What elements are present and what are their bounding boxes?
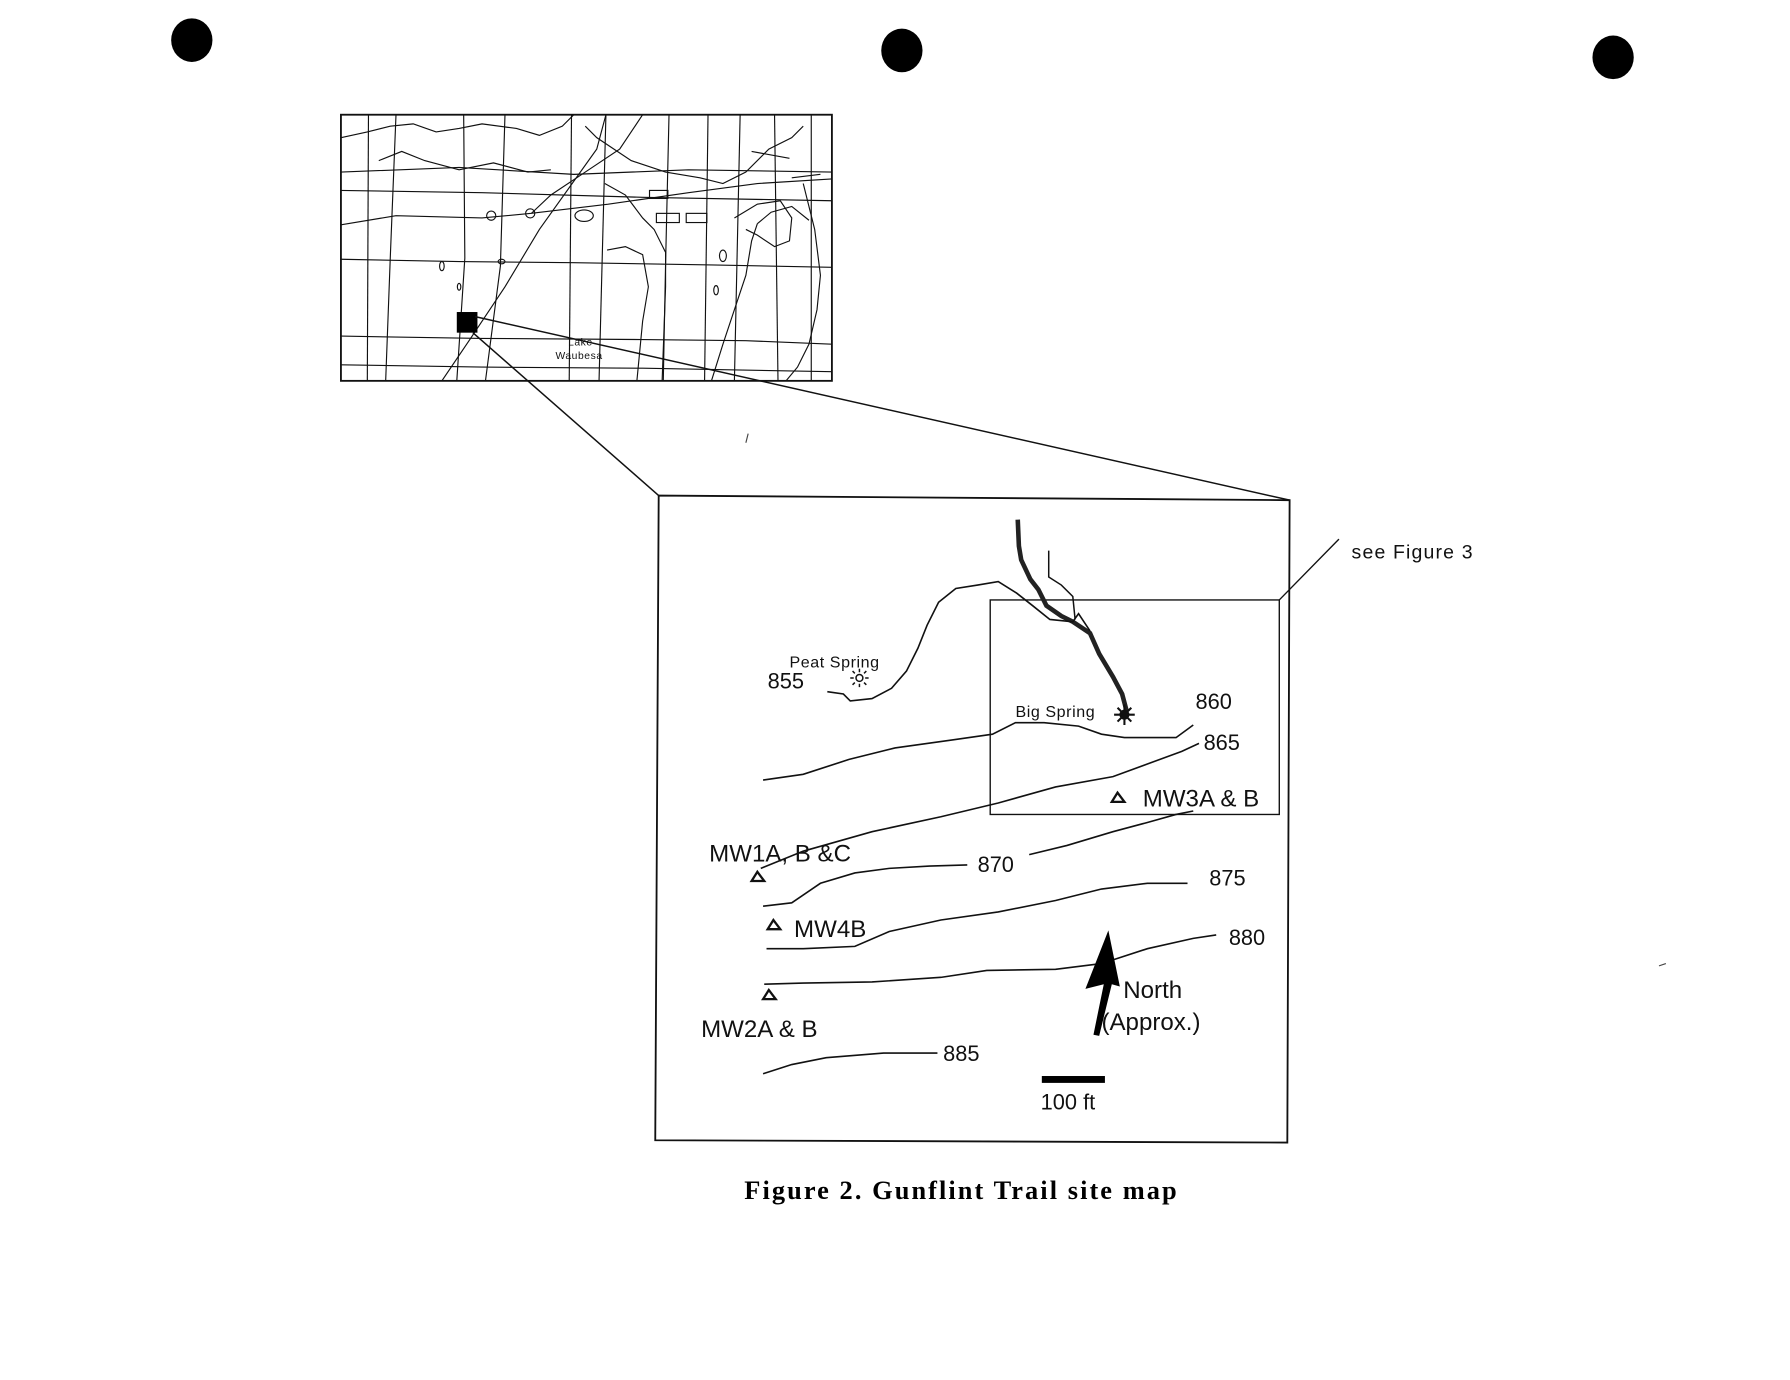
north-arrow-label: North: [1123, 977, 1182, 1004]
zoom-leader-lines: [472, 315, 1290, 501]
spring-icon: [1114, 704, 1135, 725]
contour-label-860: 860: [1196, 689, 1232, 714]
well-triangle-icon: [1109, 790, 1127, 803]
contour-label-875: 875: [1209, 866, 1245, 891]
stream-main: [1015, 519, 1129, 712]
north-arrow-icon: [1085, 930, 1120, 1036]
punch-hole: [171, 18, 213, 62]
contour-865: [760, 742, 1200, 870]
well-mw3: MW3A & B: [1109, 785, 1259, 812]
contour-label-855: 855: [768, 668, 804, 693]
scale-bar-line: [1041, 1076, 1105, 1083]
well-triangle-icon: [761, 987, 778, 1001]
figure-3-detail-box: [989, 599, 1280, 816]
scan-specks: [745, 433, 1667, 967]
punch-holes: [171, 18, 1634, 80]
contour-855: [827, 580, 1091, 702]
spring-label: Big Spring: [1015, 703, 1095, 721]
well-triangle-icon: [749, 869, 767, 883]
spring-icon: [850, 668, 869, 688]
well-mw2: MW2A & B: [701, 987, 818, 1043]
scale-bar: 100 ft: [1041, 1076, 1105, 1114]
contour-880: [764, 934, 1217, 986]
site-map: see Figure 3 855 860 865 870 875 880 885: [654, 494, 1474, 1144]
callout-leader: [1278, 538, 1340, 601]
lake-label: Waubesa: [555, 351, 602, 362]
well-label: MW1A, B &C: [709, 840, 851, 867]
site-location-marker: [456, 312, 478, 333]
well-label: MW2A & B: [701, 1016, 817, 1043]
contour-870-left: [762, 864, 968, 908]
site-map-frame: [654, 494, 1291, 1144]
spring-label: Peat Spring: [789, 654, 879, 672]
road-grid: [340, 114, 832, 381]
contour-label-865: 865: [1204, 730, 1240, 755]
well-label: MW3A & B: [1143, 785, 1259, 812]
callout-label: see Figure 3: [1352, 542, 1474, 564]
well-mw1: MW1A, B &C: [709, 840, 851, 883]
well-triangle-icon: [765, 917, 783, 931]
figure-caption: Figure 2. Gunflint Trail site map: [744, 1175, 1178, 1205]
peat-spring: Peat Spring: [789, 654, 879, 688]
north-arrow-sublabel: (Approx.): [1101, 1009, 1200, 1036]
big-spring: Big Spring: [1015, 703, 1135, 725]
contour-label-880: 880: [1229, 925, 1265, 950]
contour-870-right: [1029, 810, 1194, 856]
scale-bar-label: 100 ft: [1041, 1089, 1096, 1114]
north-arrow: North (Approx.): [1085, 930, 1201, 1036]
well-label: MW4B: [794, 916, 866, 943]
contour-label-885: 885: [943, 1041, 979, 1066]
punch-hole: [1592, 35, 1634, 80]
lake-label: Lake: [568, 337, 593, 348]
well-mw4: MW4B: [765, 916, 866, 943]
locator-map-frame: [340, 113, 833, 382]
locator-map: Lake Waubesa: [340, 113, 833, 382]
punch-hole: [881, 28, 923, 73]
contour-875: [766, 882, 1188, 950]
contour-885: [762, 1052, 938, 1075]
contour-860: [762, 721, 1194, 781]
stream-branch: [1047, 550, 1076, 620]
contour-label-870: 870: [978, 852, 1014, 877]
